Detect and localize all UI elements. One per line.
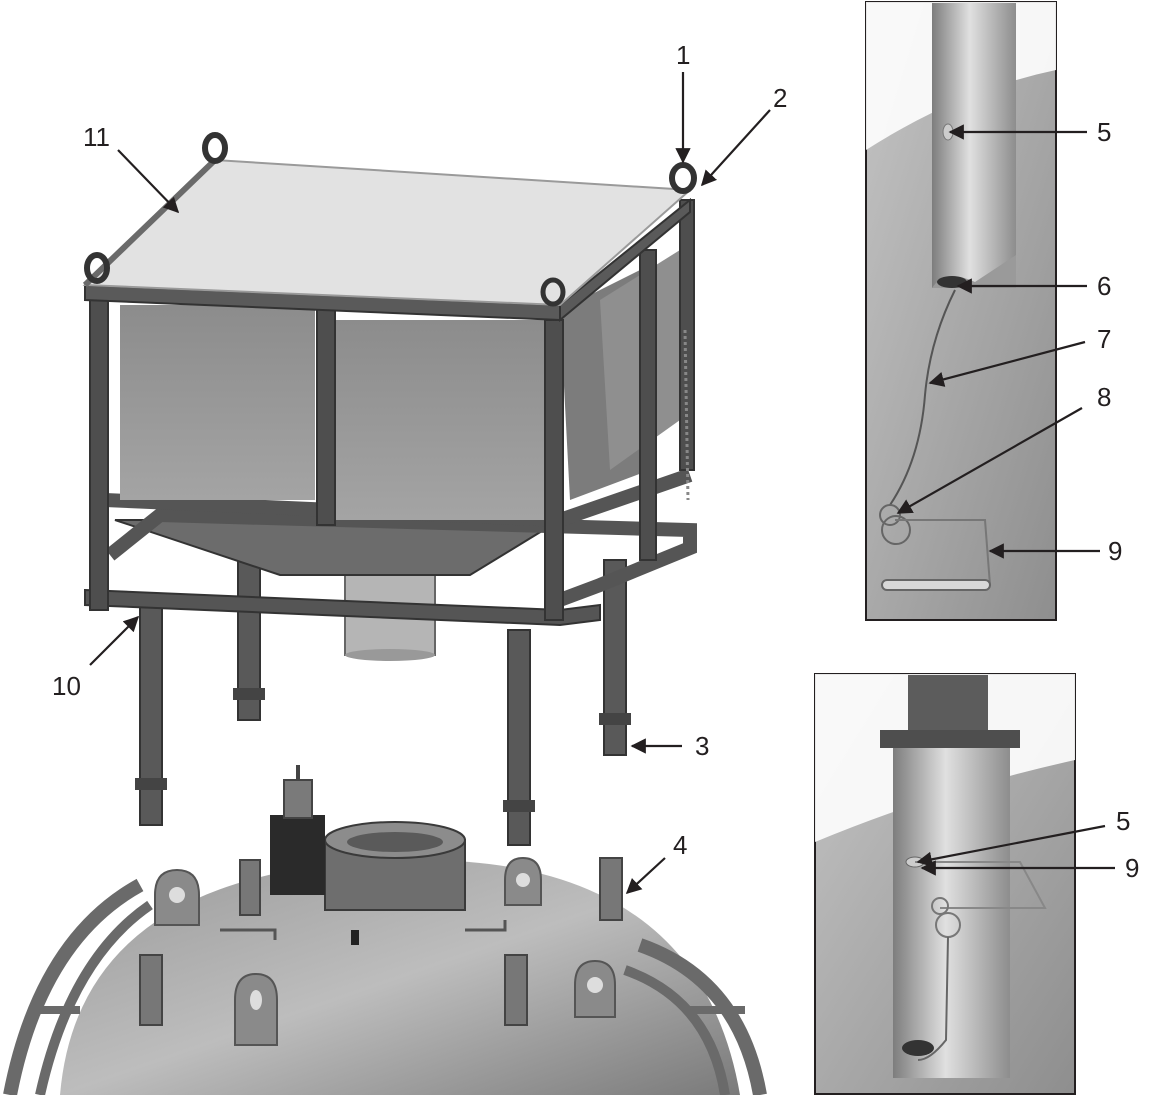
callout-10: 10: [52, 671, 81, 701]
detail-inset-lower: [814, 673, 1076, 1095]
leader-2: [700, 109, 771, 187]
callout-1: 1: [676, 40, 691, 70]
leader-8: [896, 407, 1083, 514]
hopper-frame: [82, 132, 697, 846]
callout-3: 3: [695, 731, 710, 761]
callout-5-lower: 5: [1116, 806, 1131, 836]
callout-9-upper: 9: [1108, 536, 1123, 566]
leader-10: [89, 615, 140, 666]
detail-inset-upper: [865, 1, 1057, 621]
callout-9-lower: 9: [1125, 853, 1140, 883]
callout-2: 2: [773, 83, 788, 113]
callout-leaders: [89, 72, 1115, 895]
callout-11: 11: [83, 122, 110, 152]
leader-7: [928, 340, 1086, 387]
leader-5-lower: [916, 824, 1106, 867]
callout-7: 7: [1097, 324, 1112, 354]
callout-5-upper: 5: [1097, 117, 1112, 147]
leader-4: [625, 857, 666, 895]
callout-6: 6: [1097, 271, 1112, 301]
callout-4: 4: [673, 830, 688, 860]
leader-11: [117, 149, 180, 214]
tank-top: [3, 765, 767, 1095]
callout-8: 8: [1097, 382, 1112, 412]
